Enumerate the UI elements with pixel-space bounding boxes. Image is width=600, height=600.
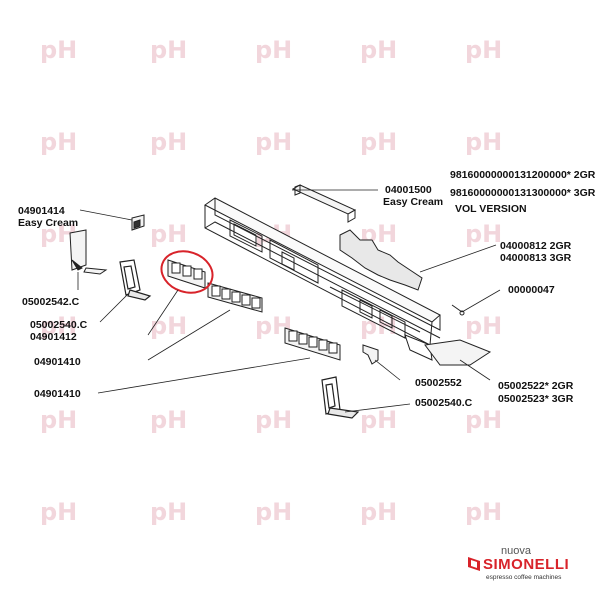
label-04901410-b: 04901410 — [34, 388, 81, 400]
watermark-mark: pH — [360, 312, 397, 340]
label-04001500: 04001500 — [385, 184, 432, 196]
label-vol-version: VOL VERSION — [455, 203, 527, 215]
label-9816-3gr: 98160000000131300000* 3GR — [450, 187, 596, 199]
latch-part — [362, 344, 379, 365]
watermark-mark: pH — [360, 406, 397, 434]
front-panel — [204, 197, 492, 366]
keypad-5-key-upper — [207, 282, 263, 313]
highlight-circle — [160, 250, 214, 294]
watermark-mark: pH — [255, 36, 292, 64]
bracket-frame-right — [321, 376, 360, 419]
label-04901414: 04901414 — [18, 205, 65, 217]
watermark-mark: pH — [150, 36, 187, 64]
simonelli-logo: nuova SIMONELLI espresso coffee machines — [468, 545, 593, 585]
watermark-mark: pH — [40, 498, 77, 526]
label-05002540-right: 05002540.C — [415, 397, 473, 409]
logo-tagline: espresso coffee machines — [486, 574, 562, 581]
label-05002552: 05002552 — [415, 377, 462, 389]
watermark-grid: pH pH pH pH pH pH pH pH pH pH pH pH pH pH pH pH pH pH pH pH… — [40, 36, 502, 526]
watermark-mark: pH — [465, 36, 502, 64]
watermark-mark: pH — [40, 36, 77, 64]
watermark-mark: pH — [360, 128, 397, 156]
watermark-mark: pH — [150, 128, 187, 156]
watermark-mark: pH — [150, 312, 187, 340]
label-04000813: 04000813 3GR — [500, 252, 572, 264]
bracket-frame-left — [119, 259, 152, 301]
watermark-mark: pH — [40, 128, 77, 156]
gasket-strip — [339, 229, 423, 291]
label-05002522: 05002522* 2GR — [498, 380, 574, 392]
logo-brand: SIMONELLI — [483, 556, 570, 573]
leader-lines — [77, 189, 501, 413]
watermark-mark: pH — [150, 498, 187, 526]
easy-cream-bracket — [291, 184, 357, 223]
watermark-mark: pH — [40, 312, 77, 340]
label-00000047: 00000047 — [508, 284, 555, 296]
watermark-mark: pH — [360, 36, 397, 64]
watermark-mark: pH — [360, 498, 397, 526]
label-05002523: 05002523* 3GR — [498, 393, 574, 405]
watermark-mark: pH — [255, 128, 292, 156]
brand-mark-icon — [468, 557, 480, 571]
label-05002542: 05002542.C — [22, 296, 80, 308]
label-04901410-a: 04901410 — [34, 356, 81, 368]
label-easy-cream-top: Easy Cream — [383, 196, 444, 208]
watermark-mark: pH — [40, 406, 77, 434]
watermark-mark: pH — [255, 406, 292, 434]
watermark-mark: pH — [465, 220, 502, 248]
screw-part — [451, 304, 465, 316]
watermark-mark: pH — [465, 312, 502, 340]
label-9816-2gr: 98160000000131200000* 2GR — [450, 169, 596, 181]
label-04901412: 04901412 — [30, 331, 77, 343]
easy-cream-tab-part — [131, 214, 145, 231]
logo-prefix: nuova — [501, 545, 531, 557]
watermark-mark: pH — [255, 498, 292, 526]
watermark-mark: pH — [465, 128, 502, 156]
label-easy-cream-left: Easy Cream — [18, 217, 79, 229]
keypad-5-key-lower — [284, 327, 341, 361]
side-cover-part — [69, 229, 108, 275]
watermark-mark: pH — [150, 406, 187, 434]
watermark-mark: pH — [465, 498, 502, 526]
watermark-mark: pH — [465, 406, 502, 434]
label-04000812: 04000812 2GR — [500, 240, 572, 252]
watermark-mark: pH — [150, 220, 187, 248]
label-05002540-left: 05002540.C — [30, 319, 88, 331]
keypad-3-key — [167, 259, 206, 289]
